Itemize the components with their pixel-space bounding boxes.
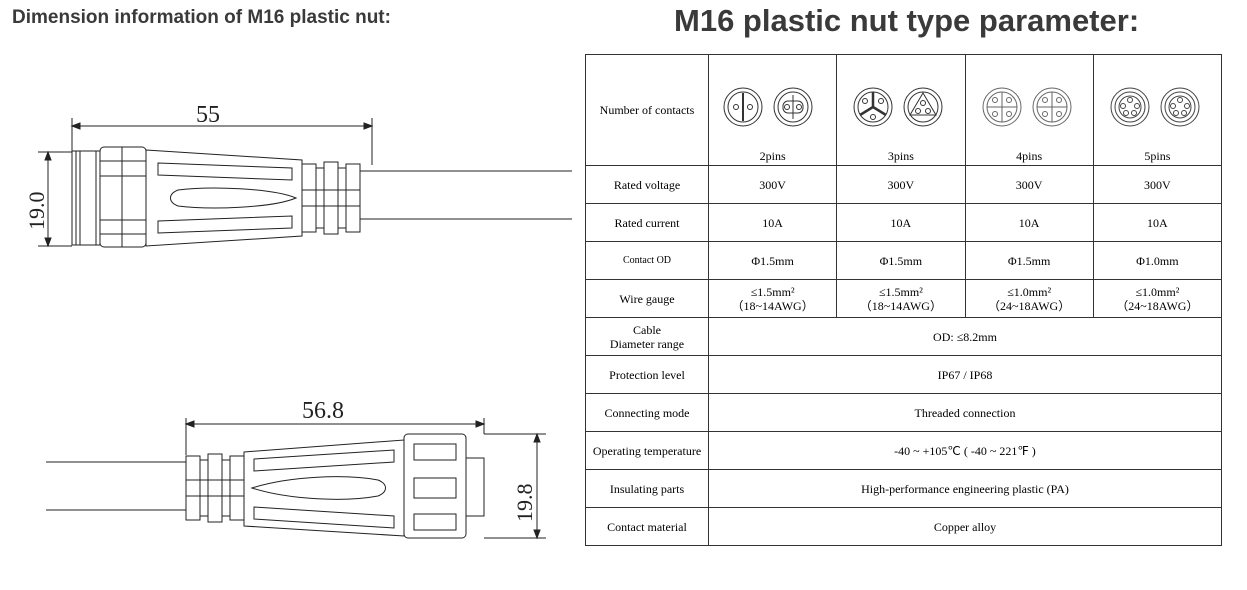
table-row: Operating temperature -40 ~ +105℃ ( -40 … bbox=[585, 431, 1222, 470]
table-row: Contact OD Φ1.5mm Φ1.5mm Φ1.5mm Φ1.0mm bbox=[585, 241, 1223, 280]
table-cell: Copper alloy bbox=[708, 507, 1222, 546]
pin-cell-5: 5pins bbox=[1092, 54, 1223, 166]
table-cell: Threaded connection bbox=[708, 393, 1222, 432]
table-cell: ≤1.0mm²（24~18AWG） bbox=[1092, 279, 1223, 318]
table-row: Contact material Copper alloy bbox=[585, 507, 1222, 546]
table-row: Protection level IP67 / IP68 bbox=[585, 355, 1222, 394]
table-cell: IP67 / IP68 bbox=[708, 355, 1222, 394]
pin-3-icon bbox=[853, 87, 943, 127]
table-cell: 300V bbox=[964, 165, 1094, 204]
cable-label-line2: Diameter range bbox=[609, 336, 685, 351]
gauge-area: ≤1.0mm² bbox=[1007, 284, 1052, 299]
bottom-connector bbox=[46, 418, 546, 540]
table-cell: Φ1.5mm bbox=[707, 241, 838, 280]
pin-cell-3: 3pins bbox=[836, 54, 966, 166]
row-label: Protection level bbox=[585, 355, 709, 394]
bottom-length-label: 56.8 bbox=[302, 398, 344, 424]
gauge-area: ≤1.5mm² bbox=[750, 284, 795, 299]
table-cell: Φ1.5mm bbox=[964, 241, 1094, 280]
top-diameter-label: 19.0 bbox=[24, 192, 49, 231]
pin-count-label: 3pins bbox=[887, 149, 914, 163]
pin-5-icon bbox=[1110, 87, 1200, 127]
table-cell: 10A bbox=[707, 203, 838, 242]
table-cell: 10A bbox=[1092, 203, 1223, 242]
gauge-awg: （18~14AWG） bbox=[859, 298, 942, 313]
table-cell: OD: ≤8.2mm bbox=[708, 317, 1222, 356]
parameter-title: M16 plastic nut type parameter: bbox=[674, 3, 1140, 38]
table-cell: 300V bbox=[707, 165, 838, 204]
table-cell: ≤1.5mm²（18~14AWG） bbox=[707, 279, 838, 318]
pin-count-label: 2pins bbox=[759, 149, 786, 163]
row-label: Contact OD bbox=[585, 241, 709, 280]
table-row: Wire gauge ≤1.5mm²（18~14AWG） ≤1.5mm²（18~… bbox=[585, 279, 1223, 318]
pin-2-icon bbox=[723, 87, 813, 127]
table-cell: 10A bbox=[964, 203, 1094, 242]
table-cell: -40 ~ +105℃ ( -40 ~ 221℉ ) bbox=[708, 431, 1222, 470]
row-label: Insulating parts bbox=[585, 469, 709, 508]
row-label: Number of contacts bbox=[585, 54, 709, 166]
row-label: Contact material bbox=[585, 507, 709, 546]
pin-cell-2: 2pins bbox=[707, 54, 838, 166]
connector-dimension-drawing: 55 19.0 56.8 19.8 bbox=[24, 102, 572, 540]
dimension-title: Dimension information of M16 plastic nut… bbox=[12, 7, 391, 28]
table-cell: Φ1.0mm bbox=[1092, 241, 1223, 280]
table-cell: ≤1.0mm²（24~18AWG） bbox=[964, 279, 1094, 318]
table-row: Rated voltage 300V 300V 300V 300V bbox=[585, 165, 1223, 204]
table-row: Number of contacts 2pins bbox=[585, 54, 1223, 166]
table-cell: 300V bbox=[836, 165, 966, 204]
bottom-diameter-label: 19.8 bbox=[512, 484, 537, 523]
pin-4-icon bbox=[982, 87, 1071, 127]
table-cell: Φ1.5mm bbox=[836, 241, 966, 280]
gauge-area: ≤1.0mm² bbox=[1135, 284, 1180, 299]
table-cell: 10A bbox=[836, 203, 966, 242]
pin-count-label: 5pins bbox=[1144, 149, 1171, 163]
table-row: Rated current 10A 10A 10A 10A bbox=[585, 203, 1223, 242]
gauge-awg: （24~18AWG） bbox=[1116, 298, 1199, 313]
pin-cell-4: 4pins bbox=[964, 54, 1094, 166]
table-row: Connecting mode Threaded connection bbox=[585, 393, 1222, 432]
table-row: Insulating parts High-performance engine… bbox=[585, 469, 1222, 508]
parameter-table: Number of contacts 2pins bbox=[585, 54, 1223, 546]
row-label: Rated voltage bbox=[585, 165, 709, 204]
gauge-area: ≤1.5mm² bbox=[878, 284, 923, 299]
row-label: Wire gauge bbox=[585, 279, 709, 318]
gauge-awg: （18~14AWG） bbox=[731, 298, 814, 313]
row-label: Connecting mode bbox=[585, 393, 709, 432]
row-label: Operating temperature bbox=[585, 431, 709, 470]
pin-count-label: 4pins bbox=[1016, 149, 1043, 163]
top-length-label: 55 bbox=[196, 102, 220, 128]
top-connector bbox=[38, 118, 572, 248]
table-cell: ≤1.5mm²（18~14AWG） bbox=[836, 279, 966, 318]
table-cell: High-performance engineering plastic (PA… bbox=[708, 469, 1222, 508]
row-label: Rated current bbox=[585, 203, 709, 242]
cable-label-line1: Cable bbox=[633, 322, 661, 337]
table-cell: 300V bbox=[1092, 165, 1223, 204]
gauge-awg: （24~18AWG） bbox=[988, 298, 1071, 313]
